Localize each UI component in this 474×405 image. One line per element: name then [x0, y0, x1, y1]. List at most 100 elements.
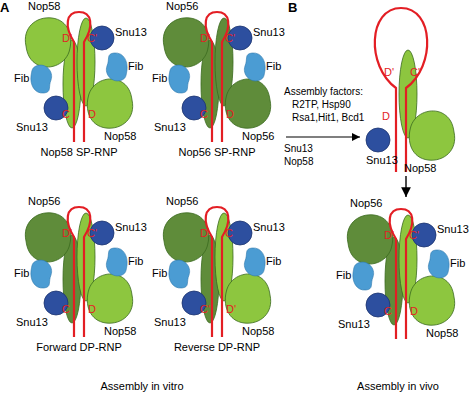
protein-label: Nop56 [242, 130, 274, 143]
protein-label: Nop58 [404, 162, 436, 175]
rna-label: D' [384, 66, 394, 79]
complex-caption: Nop58 SP-RNP [14, 146, 144, 159]
assembly-factor-label: Nop58 [284, 156, 313, 168]
rna-label: D' [384, 229, 394, 242]
protein-label: Nop58 [104, 325, 136, 338]
complex-caption: Nop56 SP-RNP [152, 146, 282, 159]
nop56-protein [163, 18, 219, 128]
protein-label: Snu13 [154, 316, 186, 329]
nop58-protein [25, 18, 81, 128]
rna-strand [390, 209, 413, 339]
protein-label: Fib [128, 255, 143, 268]
protein-label: Snu13 [115, 26, 147, 39]
protein-label: Snu13 [16, 316, 48, 329]
rna-strand [206, 12, 229, 142]
assembly-factor-label: Assembly factors: [284, 86, 363, 98]
protein-label: Snu13 [115, 221, 147, 234]
rna-strand [375, 8, 427, 172]
fibrillarin-shape [353, 262, 374, 290]
rnp-complex: Nop56Snu13DCFibFibC'D'Snu13Nop58Reverse … [148, 195, 286, 355]
protein-label: Fib [14, 72, 29, 85]
protein-label: Nop56 [166, 195, 198, 208]
nop56-protein [347, 215, 403, 325]
rnp-complex: Nop56Snu13D'C'FibFibCDSnu13Nop58Forward … [10, 195, 148, 355]
rna-label: C' [87, 227, 97, 240]
protein-label: Snu13 [253, 221, 285, 234]
protein-label: Fib [336, 269, 351, 282]
snu13-circle [366, 128, 390, 152]
rna-label: C [62, 108, 70, 121]
protein-label: Fib [128, 60, 143, 73]
protein-label: Nop56 [166, 0, 198, 13]
fibrillarin-shape [169, 65, 190, 93]
protein-label: Nop56 [28, 195, 60, 208]
protein-label: Nop56 [350, 197, 382, 210]
protein-label: Fib [266, 255, 281, 268]
rnp-complex: Nop58Snu13D'C'FibFibCDSnu13Nop58Nop58 SP… [10, 0, 148, 160]
protein-label: Fib [152, 267, 167, 280]
rna-label: D [382, 110, 390, 123]
rnp-complex: Nop56Snu13D'C'FibFibCDSnu13Nop58 [332, 197, 470, 347]
protein-label: Fib [152, 72, 167, 85]
nop56-protein [163, 213, 219, 323]
assembly-factor-label: Snu13 [284, 143, 313, 155]
protein-label: Snu13 [154, 121, 186, 134]
rna-label: D [88, 108, 96, 121]
rna-strand [68, 207, 91, 337]
fibrillarin-shape [244, 248, 265, 276]
rna-label: D [200, 227, 208, 240]
fibrillarin-shape [428, 250, 449, 278]
rna-label: C' [225, 32, 235, 45]
protein-label: Snu13 [366, 154, 398, 167]
factor-arrow [286, 136, 360, 137]
protein-label: Snu13 [338, 318, 370, 331]
rna-label: C [200, 108, 208, 121]
rna-label: D [226, 108, 234, 121]
nop58-protein [399, 50, 455, 160]
rna-label: D' [226, 303, 236, 316]
rna-label: D [410, 305, 418, 318]
protein-label: Fib [266, 60, 281, 73]
rna-label: C [62, 303, 70, 316]
rna-label: D' [200, 32, 210, 45]
nop56-protein [25, 213, 81, 323]
rna-label: C' [87, 32, 97, 45]
protein-label: Fib [14, 267, 29, 280]
rnp-complex: Nop56Snu13D'C'FibFibCDSnu13Nop56Nop56 SP… [148, 0, 286, 160]
protein-label: Snu13 [437, 223, 469, 236]
rna-label: C' [409, 229, 419, 242]
protein-label: Fib [450, 257, 465, 270]
fibrillarin-shape [31, 65, 52, 93]
rna-strand [206, 207, 229, 337]
fibrillarin-shape [106, 53, 127, 81]
assembly-factor-label: R2TP, Hsp90 [292, 99, 351, 111]
protein-label: Nop58 [242, 325, 274, 338]
rnp-complex: D' C' D Snu13Nop58 [366, 4, 446, 176]
panel-title: Assembly in vitro [100, 380, 183, 393]
rna-label: C' [410, 66, 420, 79]
complex-caption: Forward DP-RNP [14, 341, 144, 354]
rna-strand [68, 12, 91, 142]
protein-label: Nop58 [426, 327, 458, 340]
panel-letter: A [0, 0, 9, 15]
protein-label: Snu13 [253, 26, 285, 39]
fibrillarin-shape [244, 53, 265, 81]
rna-label: D' [62, 227, 72, 240]
fibrillarin-shape [31, 260, 52, 288]
assembly-factor-label: Rsa1,Hit1, Bcd1 [292, 112, 364, 124]
assembly-arrow [405, 176, 406, 197]
rna-label: C' [200, 303, 210, 316]
complex-caption: Reverse DP-RNP [152, 341, 282, 354]
panel-letter: B [288, 0, 297, 15]
panel-title: Assembly in vivo [357, 380, 439, 393]
protein-label: Snu13 [16, 121, 48, 134]
fibrillarin-shape [169, 260, 190, 288]
rna-label: D [88, 303, 96, 316]
protein-label: Nop58 [104, 130, 136, 143]
rna-label: C [225, 227, 233, 240]
rna-label: D' [62, 32, 72, 45]
fibrillarin-shape [106, 248, 127, 276]
protein-label: Nop58 [28, 0, 60, 13]
rna-label: C [384, 305, 392, 318]
